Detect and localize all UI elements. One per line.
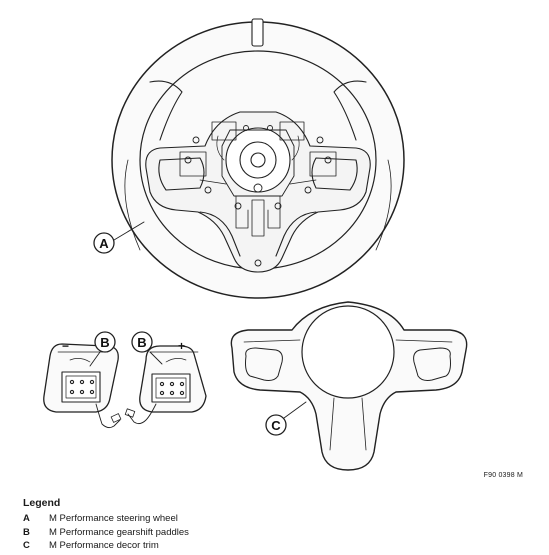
callout-b-right-label: B [137,335,146,350]
callout-b-left-circle [94,331,116,353]
callout-b-right-leader [149,351,163,365]
hub-bolt [250,152,266,168]
legend-item: B M Performance gearshift paddles [23,526,443,540]
legend-item: C M Performance decor trim [23,539,443,553]
decor-trim-drawing [230,301,468,471]
legend-key: C [23,540,30,551]
paddle-right-cable [127,403,157,425]
legend: Legend A M Performance steering wheel B … [23,497,443,553]
legend-label: M Performance decor trim [49,540,159,551]
technical-illustration: A B B C − + [43,18,468,471]
legend-key: B [23,526,30,538]
callout-c-circle [265,414,287,436]
legend-key: A [23,513,30,524]
callout-b-right-circle [131,331,153,353]
legend-item: A M Performance steering wheel [23,512,443,526]
callout-a-leader [113,221,145,241]
rim-grip-seam-left [149,80,183,141]
gearshift-paddle-right-drawing [124,345,207,425]
hub-screws [184,125,332,267]
callout-c-label: C [271,418,281,433]
figure-code: F90 0398 M [483,472,523,479]
steering-wheel-drawing [111,18,405,299]
rim-grip-seam-right [333,80,367,141]
callout-a-circle [93,232,115,254]
callout-c-leader [283,401,307,419]
paddle-left-cable [95,403,121,429]
legend-title: Legend [23,497,61,509]
legend-label: M Performance steering wheel [49,513,178,524]
callout-b-left-label: B [100,335,109,350]
callout-b-left-leader [89,351,101,367]
legend-label: M Performance gearshift paddles [49,526,189,538]
callout-a-label: A [99,236,109,251]
paddle-minus-sign: − [62,339,69,353]
paddle-plus-sign: + [178,339,185,353]
decor-trim-center-opening [301,305,395,399]
rim-center-marker [251,18,264,47]
gearshift-paddle-left-drawing [43,343,122,429]
